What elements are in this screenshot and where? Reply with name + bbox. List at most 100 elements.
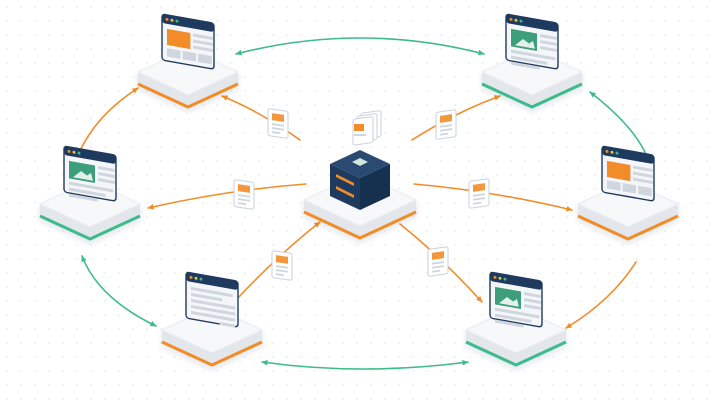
server-drive-light	[336, 174, 354, 186]
text-line	[238, 194, 250, 198]
window-dot-icon	[170, 18, 174, 22]
node-platform-n4-side-left	[578, 204, 628, 239]
window-dot-icon	[493, 275, 497, 279]
hub-platform-side-right	[360, 200, 416, 238]
browser-window-n5	[185, 271, 239, 328]
node-n3	[38, 145, 142, 241]
text-line	[193, 45, 213, 52]
node-platform-n4-side-right	[628, 204, 678, 239]
node-n5	[160, 271, 264, 367]
server-drive-light	[336, 186, 354, 198]
text-line	[219, 315, 236, 322]
central-server	[302, 110, 418, 240]
node-platform-n1-accent-edge	[137, 82, 239, 109]
text-line	[473, 201, 481, 205]
node-n6	[464, 271, 568, 367]
node-platform-n2-accent-edge	[481, 82, 583, 109]
window-dot-icon	[610, 150, 614, 154]
text-line	[69, 187, 106, 197]
text-line	[524, 298, 541, 304]
document-sheet	[435, 109, 457, 140]
content-tile	[622, 182, 637, 194]
node-n4	[576, 145, 680, 241]
content-panel	[167, 28, 191, 50]
documents-layer	[233, 108, 490, 281]
text-line	[495, 307, 540, 319]
node-platform-n4-accent-edge	[577, 214, 679, 241]
hub-link-n3	[147, 183, 307, 210]
document-icon	[435, 109, 457, 140]
text-line	[440, 124, 452, 128]
text-line	[98, 178, 115, 184]
document-page	[271, 250, 293, 281]
hub-layer	[302, 110, 418, 240]
node-platform-n3-accent-edge	[39, 214, 141, 241]
window-titlebar	[186, 272, 238, 290]
document-image-icon	[440, 114, 452, 123]
server-chip	[352, 158, 368, 166]
text-line	[219, 321, 236, 328]
text-line	[495, 313, 532, 323]
window-dot-icon	[519, 19, 523, 23]
document-page	[468, 178, 490, 209]
text-line	[276, 265, 288, 269]
document-page	[427, 246, 449, 277]
text-line	[540, 40, 557, 46]
document-icon	[468, 178, 490, 209]
node-platform-n6-side-left	[466, 330, 516, 365]
window-dot-icon	[77, 151, 81, 155]
text-line	[219, 303, 236, 310]
text-line	[69, 193, 98, 202]
browser-window-n3	[63, 145, 117, 202]
node-platform-n5-side-right	[212, 330, 262, 365]
text-line	[193, 39, 213, 46]
node-platform-n6-accent-edge	[465, 340, 567, 367]
text-line	[495, 319, 524, 328]
mountain-icon	[499, 296, 519, 307]
text-line	[524, 304, 541, 310]
content-tile	[167, 48, 181, 59]
peer-link-n4-n6	[565, 261, 637, 329]
text-line	[473, 197, 485, 201]
window-titlebar	[490, 272, 542, 290]
mountain-icon	[515, 38, 535, 49]
document-image-icon	[432, 251, 444, 260]
text-line	[276, 273, 284, 277]
browser-window-n2	[505, 13, 559, 70]
document-icon	[233, 179, 255, 210]
text-line	[511, 61, 540, 70]
content-tile	[638, 185, 652, 197]
window-dot-icon	[498, 276, 502, 280]
node-platform-n3-side-left	[40, 204, 90, 239]
window-dot-icon	[605, 149, 609, 153]
window-dot-icon	[509, 17, 513, 21]
text-line	[354, 134, 366, 136]
text-line	[473, 193, 485, 197]
text-line	[98, 172, 115, 178]
document-icon	[267, 108, 289, 139]
node-n2	[480, 13, 584, 109]
text-line	[633, 177, 653, 184]
text-line	[98, 166, 115, 172]
browser-window-n6	[489, 271, 543, 328]
window-titlebar	[506, 14, 558, 32]
text-line	[633, 165, 653, 172]
window-dot-icon	[194, 276, 198, 280]
server-stack-icon	[330, 110, 390, 210]
hub-platform-side-left	[304, 200, 360, 238]
node-n1	[136, 13, 240, 109]
document-sheet	[427, 246, 449, 277]
text-line	[633, 171, 653, 178]
window-dot-icon	[199, 277, 203, 281]
hub-link-n4	[413, 183, 573, 212]
document-sheet	[271, 250, 293, 281]
text-line	[272, 123, 284, 127]
document-sheet	[468, 178, 490, 209]
text-line	[432, 269, 440, 273]
window-dot-icon	[503, 277, 507, 281]
window-dot-icon	[514, 18, 518, 22]
content-tile	[182, 50, 197, 62]
node-platform-n2-side-left	[482, 72, 532, 107]
